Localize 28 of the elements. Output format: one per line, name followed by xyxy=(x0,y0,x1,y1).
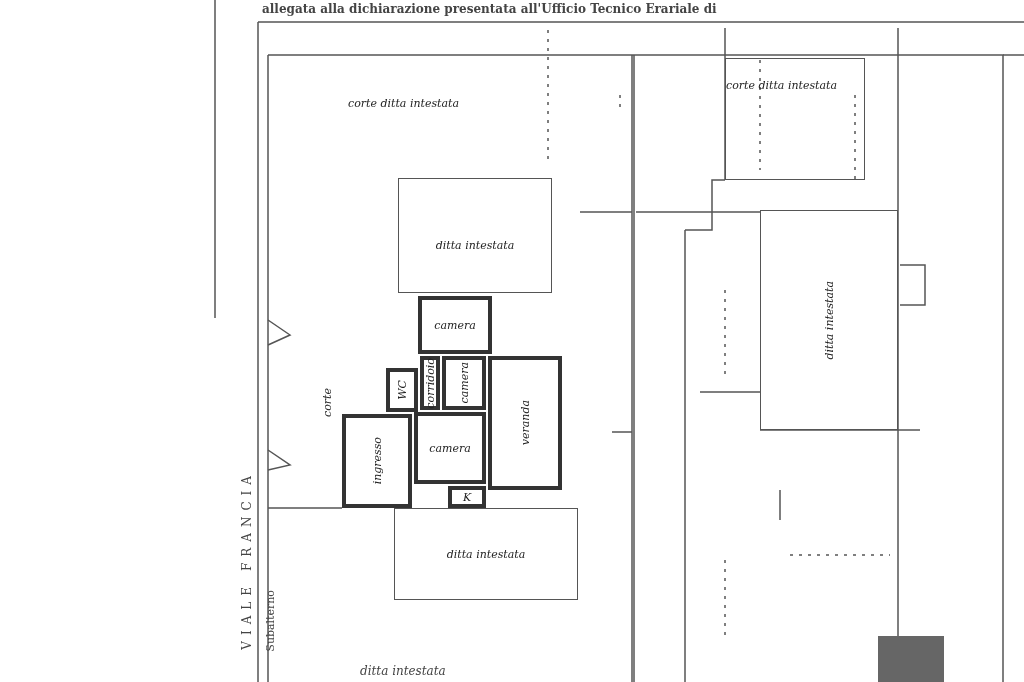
room-label: veranda xyxy=(518,400,532,446)
sheet-heading: allegata alla dichiarazione presentata all'Ufficio Tecnico Erariale di xyxy=(262,2,717,16)
building-outline xyxy=(398,178,552,293)
plan-note: Subalterno xyxy=(264,590,277,652)
room-label: camera xyxy=(434,318,476,332)
room-label: corte xyxy=(321,387,334,417)
room-outline xyxy=(448,486,486,508)
room-label: ditta intestata xyxy=(446,547,526,561)
room-label: WC xyxy=(395,380,409,400)
room-outline xyxy=(386,368,418,412)
room-outline xyxy=(418,296,492,354)
room-label: camera xyxy=(429,441,471,455)
room-label: ditta intestata xyxy=(822,280,836,360)
street-name: VIALE FRANCIA xyxy=(240,470,254,650)
room-label: K xyxy=(462,490,472,504)
room-label: corte ditta intestata xyxy=(726,79,838,92)
room-label: camera xyxy=(457,362,471,404)
area-label: ditta intestata xyxy=(360,664,446,678)
building-outline xyxy=(725,58,865,180)
room-outline xyxy=(342,414,412,508)
building-outline xyxy=(760,210,898,430)
room-outline xyxy=(442,356,486,410)
room-label: corte ditta intestata xyxy=(348,97,460,110)
building-outline xyxy=(394,508,578,600)
room-label: ditta intestata xyxy=(435,239,515,252)
room-outline xyxy=(488,356,562,490)
room-label: ingresso xyxy=(370,437,384,485)
room-outline xyxy=(414,412,486,484)
